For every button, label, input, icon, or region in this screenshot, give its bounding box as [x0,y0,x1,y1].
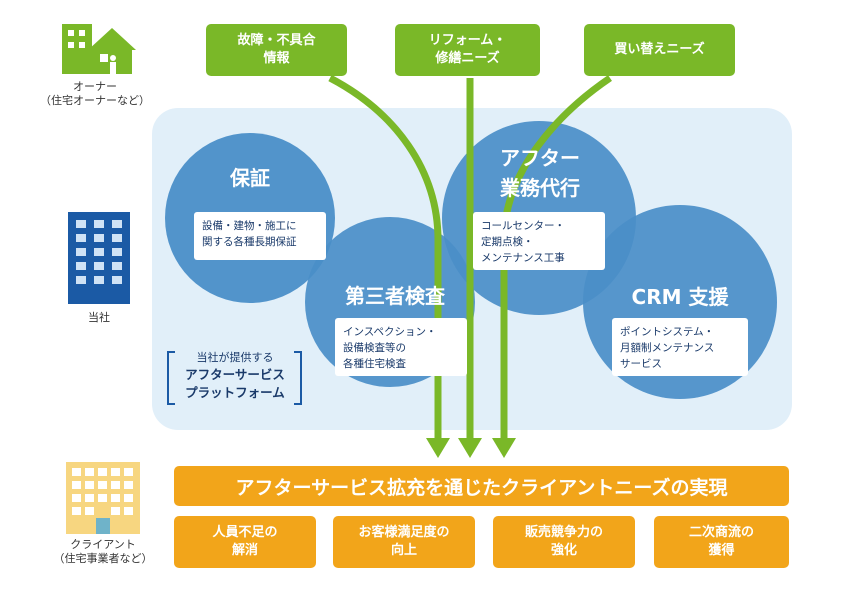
platform-label: 当社が提供する アフターサービス プラットフォーム [172,350,298,402]
result-item-secondary-channel: 二次商流の 獲得 [654,516,789,568]
arrowhead-reform [458,438,482,458]
platform-line1: 当社が提供する [196,351,274,364]
platform-bracket-right [294,351,302,405]
arrowhead-failure [426,438,450,458]
platform-bracket-left [167,351,175,405]
client-building-icon [66,462,140,534]
company-building-icon [68,212,130,304]
need-replacement: 買い替えニーズ [584,24,735,76]
service-title-inspection: 第三者検査 [345,284,445,308]
service-title-guarantee: 保証 [230,166,270,190]
service-detail-guarantee: 設備・建物・施工に 関する各種長期保証 [194,212,326,260]
owner-label: オーナー （住宅オーナーなど） [40,80,150,107]
service-detail-inspection: インスペクション・ 設備検査等の 各種住宅検査 [335,318,467,376]
company-label: 当社 [88,311,110,324]
service-title-crm: CRM 支援 [631,285,729,309]
service-detail-crm: ポイントシステム・ 月額制メンテナンス サービス [612,318,748,376]
result-item-staffing: 人員不足の 解消 [174,516,316,568]
owner-house-icon [62,24,136,74]
arrow-failure-info [328,74,442,438]
result-item-competitiveness: 販売競争力の 強化 [493,516,635,568]
result-item-satisfaction: お客様満足度の 向上 [333,516,475,568]
arrowhead-replacement [492,438,516,458]
service-title-agency: アフター 業務代行 [500,146,580,200]
service-detail-agency: コールセンター・ 定期点検・ メンテナンス工事 [473,212,605,270]
platform-line2: アフターサービス [185,367,285,382]
need-reform: リフォーム・ 修繕ニーズ [395,24,540,76]
platform-line3: プラットフォーム [185,385,285,400]
need-failure-info: 故障・不具合 情報 [206,24,347,76]
result-headline: アフターサービス拡充を通じたクライアントニーズの実現 [174,466,789,506]
client-label: クライアント （住宅事業者など） [53,538,153,565]
